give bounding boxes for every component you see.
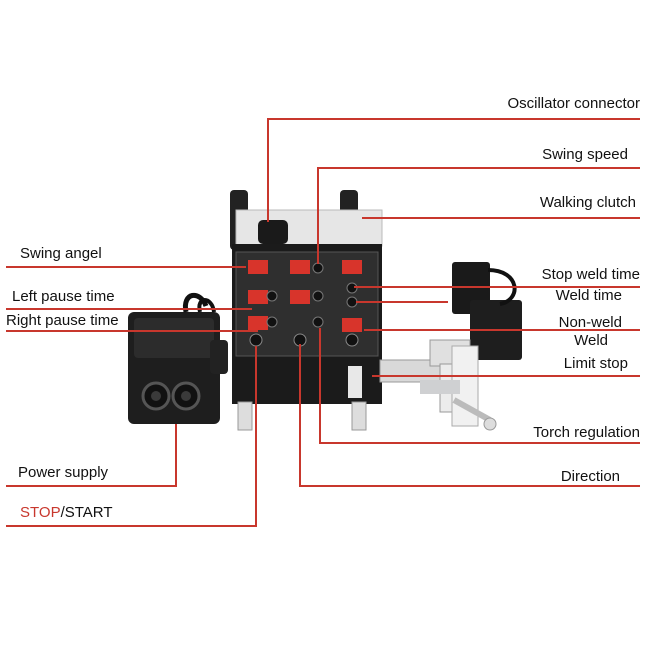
display-weld xyxy=(290,290,310,304)
start-text: START xyxy=(64,504,113,521)
display-non-weld xyxy=(342,318,362,332)
leader-oscillator-connector xyxy=(267,118,640,222)
label-stop-weld-time: Stop weld time xyxy=(541,266,640,283)
power-supply-box xyxy=(128,293,228,424)
stop-text: STOP xyxy=(20,504,61,521)
display-swing-angel xyxy=(248,260,268,274)
display-right-pause xyxy=(248,316,268,330)
knob-right-pause-icon xyxy=(266,316,278,328)
label-walking-clutch: Walking clutch xyxy=(539,194,636,211)
leader-swing-speed xyxy=(317,167,640,264)
label-right-pause-time: Right pause time xyxy=(6,312,119,329)
main-control-body xyxy=(230,190,383,431)
label-swing-angel: Swing angel xyxy=(20,245,102,262)
knob-left-pause-icon xyxy=(266,290,278,302)
label-direction: Direction xyxy=(560,468,620,485)
torch-regulation-knob-icon xyxy=(345,333,359,347)
label-power-supply: Power supply xyxy=(18,464,109,481)
leader-direction xyxy=(299,344,640,487)
label-stop-start: STOP/START xyxy=(20,504,113,522)
knob-stop-weld-icon xyxy=(346,296,358,308)
label-left-pause-time: Left pause time xyxy=(12,288,115,305)
display-swing-speed xyxy=(290,260,310,274)
knob-swing-speed-icon xyxy=(312,262,324,274)
stop-start-switch-icon xyxy=(249,333,263,347)
label-swing-speed: Swing speed xyxy=(542,146,628,163)
leader-torch-regulation xyxy=(319,328,640,444)
knob-torch-icon xyxy=(312,316,324,328)
display-left-pause xyxy=(248,290,268,304)
leader-lines xyxy=(6,118,640,527)
label-weld: Weld xyxy=(574,332,608,349)
stop-start-separator: / xyxy=(60,504,65,521)
label-oscillator-connector: Oscillator connector xyxy=(507,95,640,112)
display-stop-weld-time xyxy=(342,260,362,274)
label-non-weld: Non-weld xyxy=(558,314,622,331)
leader-stop-start xyxy=(6,346,257,527)
knob-weld-icon xyxy=(312,290,324,302)
label-limit-stop: Limit stop xyxy=(563,355,628,372)
oscillator-connector-icon xyxy=(258,220,288,244)
label-torch-regulation: Torch regulation xyxy=(533,424,640,441)
label-weld-time: Weld time xyxy=(555,287,622,304)
leader-power-supply xyxy=(6,424,177,487)
